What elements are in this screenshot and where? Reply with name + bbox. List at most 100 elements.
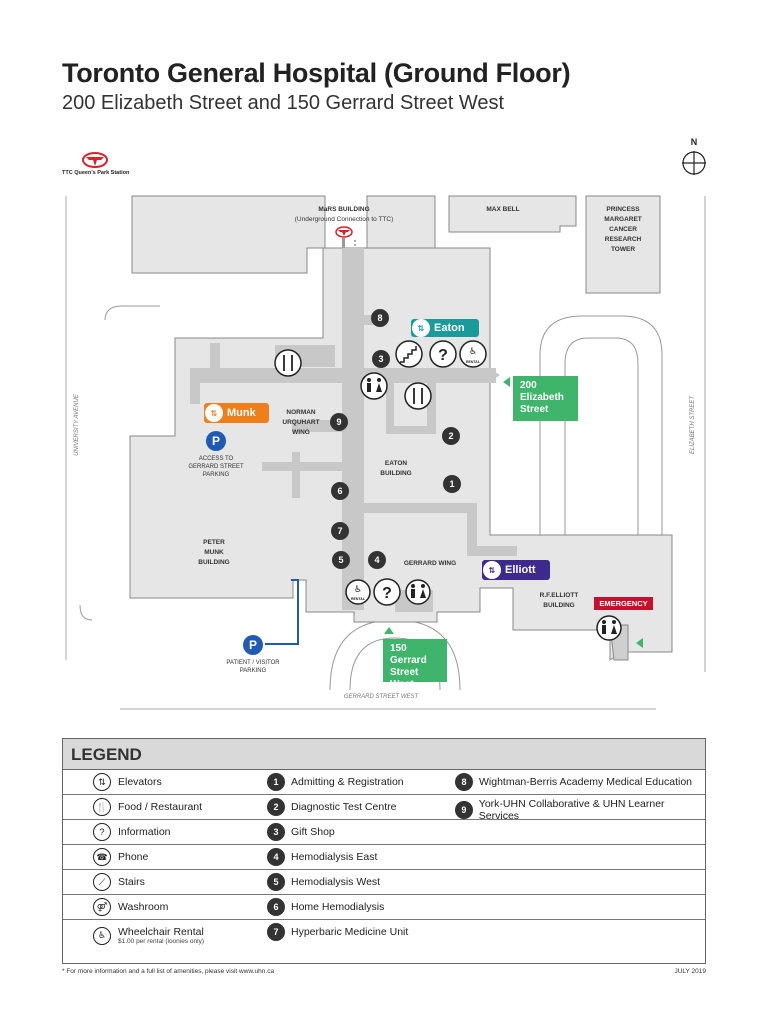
svg-text:8: 8 [377, 313, 382, 323]
norman-label-2: URQUHART [282, 419, 319, 426]
legend-row-food: 🍴Food / Restaurant [63, 795, 243, 820]
access-parking-line: ACCESS TO [198, 456, 234, 462]
legend-service-label: Diagnostic Test Centre [291, 801, 397, 813]
service-marker-8[interactable]: 8 [371, 309, 389, 327]
svg-text:9: 9 [336, 417, 341, 427]
legend-divider [243, 869, 705, 870]
eaton-building-label-2: BUILDING [380, 470, 411, 477]
wheelchair-price-note: $1.00 per rental (loonies only) [118, 938, 204, 945]
legend-amenity-label: Information [118, 826, 171, 838]
legend-service-label: Home Hemodialysis [291, 901, 385, 913]
university-avenue-label: UNIVERSITY AVENUE [74, 393, 80, 456]
svg-text:2: 2 [448, 431, 453, 441]
elliott-elevator-tag[interactable]: ⇅ Elliott [482, 560, 550, 580]
gerrard-street-entrance[interactable]: 150 Gerrard Street West [383, 639, 447, 690]
service-number-badge: 4 [267, 848, 285, 866]
legend-amenity-label: Stairs [118, 876, 145, 888]
legend-row-phone: ☎ Phone [63, 845, 243, 870]
information-icon[interactable]: ? [373, 578, 401, 606]
legend-service-label: Wightman-Berris Academy Medical Educatio… [479, 776, 693, 788]
norman-label-3: WING [292, 429, 310, 436]
university-path-sw [79, 604, 93, 621]
princess-label-1: PRINCESS [606, 206, 640, 213]
driveway-loop [539, 315, 663, 582]
north-label: N [690, 137, 698, 147]
access-parking-line: GERRARD STREET [188, 464, 244, 470]
patient-parking-line: PARKING [239, 668, 267, 674]
parking-icon[interactable]: P [206, 431, 226, 451]
legend-services: 1 Admitting & Registration 2 Diagnostic Tes… [243, 770, 705, 951]
eaton-building-label-1: EATON [385, 460, 407, 467]
driveway-loop-inner [564, 337, 639, 582]
access-parking-line: PARKING [202, 472, 230, 478]
stairs-icon[interactable] [395, 340, 423, 368]
footer-date: JULY 2019 [674, 968, 706, 975]
rf-elliott-label-1: R.F.ELLIOTT [540, 592, 579, 599]
legend-amenity-label: Food / Restaurant [118, 801, 203, 813]
legend-service-2: 2 Diagnostic Test Centre [267, 798, 396, 816]
patient-parking-icon[interactable]: P [243, 635, 263, 655]
phone-icon: ☎ [93, 848, 111, 866]
emergency-label[interactable]: EMERGENCY [594, 597, 653, 610]
service-marker-2[interactable]: 2 [442, 427, 460, 445]
legend-amenity-label: Washroom [118, 901, 169, 913]
washroom-icon[interactable] [360, 372, 388, 400]
service-marker-4[interactable]: 4 [368, 551, 386, 569]
north-compass-icon: N [679, 137, 709, 179]
food-icon[interactable] [274, 349, 302, 377]
service-marker-5[interactable]: 5 [332, 551, 350, 569]
entrance-line: 150 [390, 643, 407, 654]
mars-building-label: MaRS BUILDING [318, 206, 369, 213]
gerrard-wing-label: GERRARD WING [404, 560, 456, 567]
information-icon[interactable]: ? [429, 340, 457, 368]
service-markers: 8 3 9 2 1 6 7 5 4 [330, 309, 461, 569]
service-marker-3[interactable]: 3 [372, 350, 390, 368]
elizabeth-street-entrance[interactable]: 200 Elizabeth Street [513, 376, 578, 421]
service-marker-7[interactable]: 7 [331, 522, 349, 540]
wheelchair-rental-icon[interactable]: ♿ RENTAL [345, 579, 371, 605]
legend-amenities: ⇅Elevators🍴Food / Restaurant?Information… [63, 770, 243, 951]
page-subtitle: 200 Elizabeth Street and 150 Gerrard Str… [62, 92, 505, 114]
peter-munk-label-3: BUILDING [198, 559, 229, 566]
princess-label-2: MARGARET [604, 216, 642, 223]
princess-margaret-tower [585, 195, 661, 294]
elevator-icon: ⇅ [412, 319, 430, 337]
legend-amenity-label: Phone [118, 851, 149, 863]
patient-parking-line: PATIENT / VISITOR [226, 660, 280, 666]
elevator-icon: ⇅ [93, 773, 111, 791]
washroom-icon[interactable] [596, 615, 622, 641]
elliott-elevator-label: Elliott [505, 564, 536, 576]
legend-service-label: Admitting & Registration [291, 776, 404, 788]
food-icon[interactable] [404, 382, 432, 410]
stairs-icon: ⟋ [93, 873, 111, 891]
service-marker-9[interactable]: 9 [330, 413, 348, 431]
service-marker-1[interactable]: 1 [443, 475, 461, 493]
ttc-logo-icon [82, 152, 108, 168]
entrance-line: 200 [520, 380, 537, 391]
princess-label-4: RESEARCH [605, 236, 642, 243]
legend-divider [243, 919, 705, 920]
gerrard-entrance-arrow-icon [384, 627, 394, 634]
munk-elevator-tag[interactable]: ⇅ Munk [204, 403, 269, 423]
svg-text:3: 3 [378, 354, 383, 364]
service-number-badge: 1 [267, 773, 285, 791]
ttc-connection-icon [335, 226, 353, 238]
svg-text:5: 5 [338, 555, 343, 565]
entrance-line: Street [520, 404, 549, 415]
washroom-icon[interactable] [405, 579, 431, 605]
legend-amenity-label: Elevators [118, 776, 162, 788]
legend-title: LEGEND [63, 739, 705, 770]
svg-text:RENTAL: RENTAL [466, 360, 481, 364]
entrance-line: Street West [390, 667, 419, 690]
legend-row-washroom: ⚤Washroom [63, 895, 243, 920]
wheelchair-rental-icon[interactable]: ♿ RENTAL [459, 340, 487, 368]
service-number-badge: 2 [267, 798, 285, 816]
eaton-elevator-tag[interactable]: ⇅ Eaton [411, 319, 479, 337]
service-marker-6[interactable]: 6 [331, 482, 349, 500]
service-number-badge: 5 [267, 873, 285, 891]
